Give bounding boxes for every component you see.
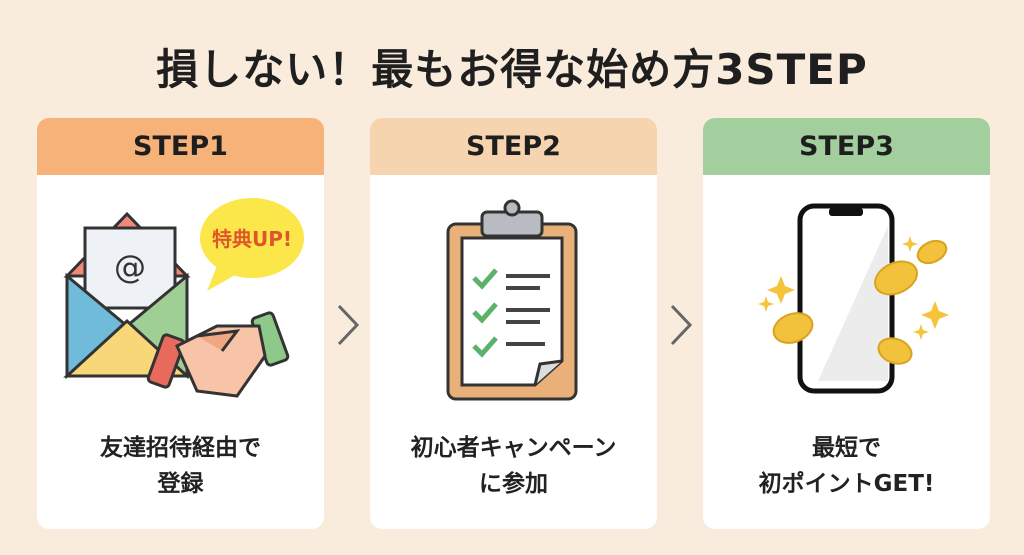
page-title: 損しない！最もお得な始め方3STEP [156, 45, 868, 94]
chevron-right-icon [670, 304, 693, 346]
clipboard-checklist-illustration [446, 199, 578, 401]
step3-card: STEP3 最短で 初ポイントGET! [703, 118, 990, 529]
step1-caption-line2: 登録 [157, 471, 204, 497]
step1-caption: 友達招待経由で 登録 [37, 430, 324, 502]
svg-text:特典UP!: 特典UP! [212, 227, 292, 251]
step2-card: STEP2 初心者キャンペーン に参加 [370, 118, 657, 529]
step3-caption-line1: 最短で [812, 435, 881, 461]
smartphone-icon [797, 203, 895, 394]
email-handshake-illustration: @ 特典UP! [63, 198, 304, 398]
speech-bubble: 特典UP! [200, 198, 304, 291]
step3-caption-line2: 初ポイントGET! [758, 471, 935, 497]
step2-header: STEP2 [370, 118, 657, 175]
envelope-icon: @ [63, 211, 191, 380]
step1-header: STEP1 [37, 118, 324, 175]
step2-caption: 初心者キャンペーン に参加 [370, 430, 657, 502]
chevron-right-icon [337, 304, 360, 346]
check-icons [472, 268, 498, 358]
handshake-icon [146, 311, 290, 398]
step2-caption-line1: 初心者キャンペーン [410, 435, 617, 461]
sparkle-icons [758, 236, 949, 340]
step3-caption: 最短で 初ポイントGET! [703, 430, 990, 502]
step1-card: STEP1 @ 特典UP! 友達招待経由で 登録 [37, 118, 324, 529]
step2-caption-line2: に参加 [479, 471, 548, 497]
coin-icons [772, 239, 948, 365]
step3-header: STEP3 [703, 118, 990, 175]
step1-caption-line1: 友達招待経由で [100, 435, 261, 461]
phone-coins-illustration [758, 203, 949, 394]
svg-text:@: @ [114, 248, 146, 286]
